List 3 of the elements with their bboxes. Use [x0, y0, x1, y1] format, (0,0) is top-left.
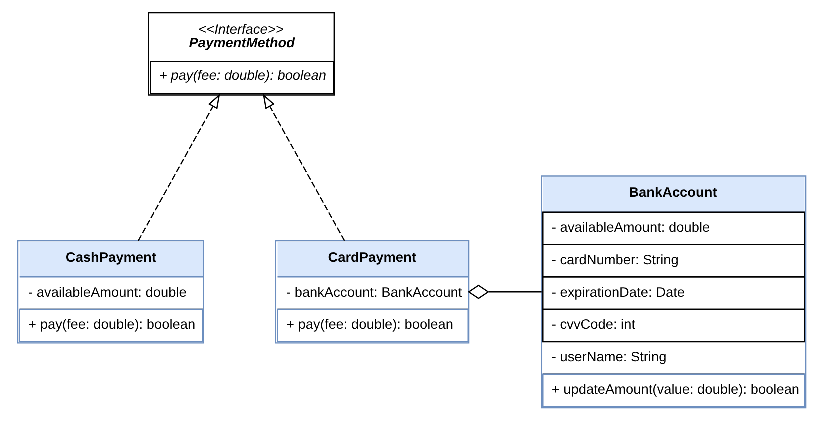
arrow: [138, 94, 220, 242]
connector: [468, 284, 542, 300]
arrow: [262, 94, 346, 242]
